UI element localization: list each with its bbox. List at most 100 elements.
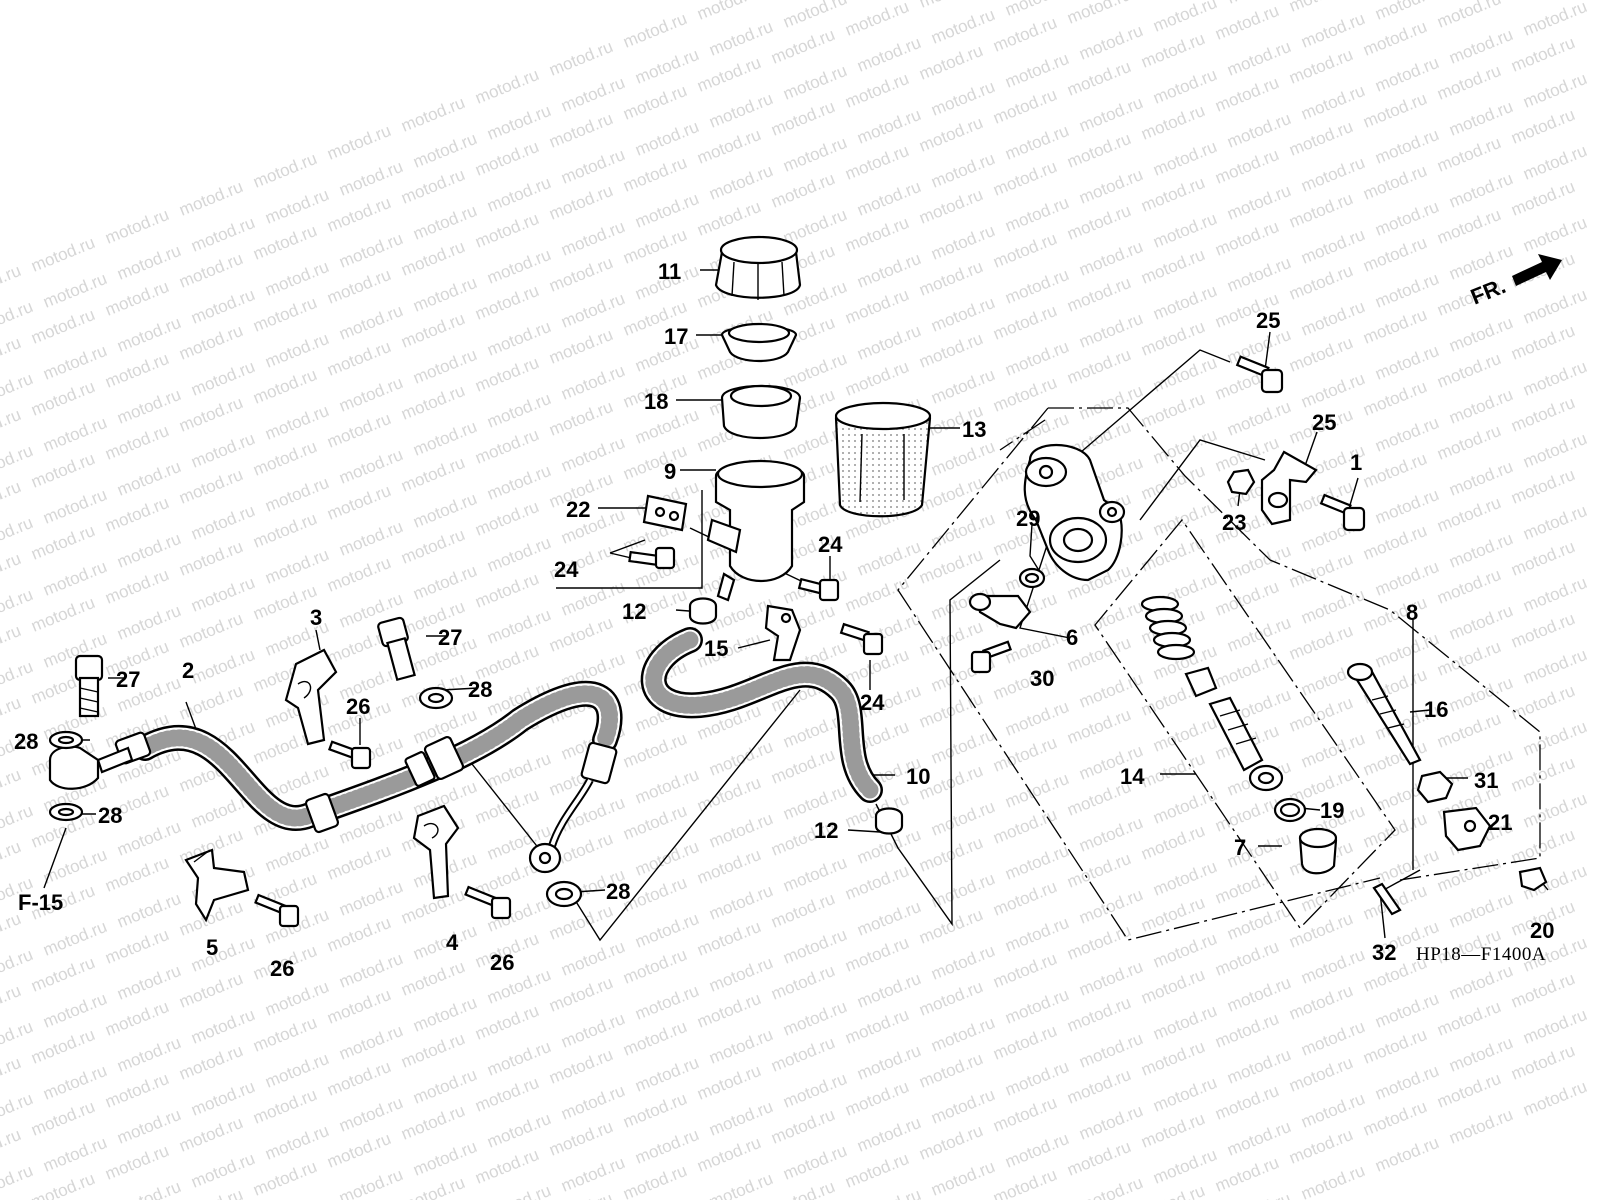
watermark-text: motod.ru	[1150, 1073, 1219, 1116]
watermark-text: motod.ru	[842, 933, 911, 976]
watermark-text: motod.ru	[484, 1181, 553, 1200]
watermark-text: motod.ru	[0, 477, 24, 520]
callout-24-mid: 24	[818, 532, 843, 557]
watermark-text: motod.ru	[1360, 449, 1429, 492]
watermark-text: motod.ru	[1212, 577, 1281, 620]
watermark-text: motod.ru	[1150, 929, 1219, 972]
watermark-text: motod.ru	[398, 525, 467, 568]
watermark-text: motod.ru	[1138, 1181, 1207, 1200]
watermark-text: motod.ru	[102, 205, 171, 248]
watermark-text: motod.ru	[1446, 1105, 1515, 1148]
watermark-text: motod.ru	[1150, 209, 1219, 252]
watermark-text: motod.ru	[546, 37, 615, 80]
watermark-text: motod.ru	[1002, 769, 1071, 812]
watermark-text: motod.ru	[768, 889, 837, 932]
watermark-text: motod.ru	[1002, 121, 1071, 164]
watermark-text: motod.ru	[472, 281, 541, 324]
watermark-text: motod.ru	[1360, 377, 1429, 420]
watermark-text: motod.ru	[1360, 161, 1429, 204]
watermark-text: motod.ru	[102, 565, 171, 608]
watermark-text: motod.ru	[336, 373, 405, 416]
callout-28-a: 28	[14, 729, 38, 754]
callout-20: 20	[1530, 918, 1554, 943]
watermark-text: motod.ru	[546, 1045, 615, 1088]
watermark-text: motod.ru	[1360, 1025, 1429, 1068]
watermark-text: motod.ru	[1298, 9, 1367, 52]
watermark-text: motod.ru	[324, 553, 393, 596]
watermark-text: motod.ru	[1520, 357, 1589, 400]
watermark-text: motod.ru	[114, 961, 183, 1004]
watermark-text: motod.ru	[324, 841, 393, 884]
watermark-text: motod.ru	[336, 229, 405, 272]
callout-23: 23	[1222, 510, 1246, 535]
watermark-text: motod.ru	[706, 1097, 775, 1140]
watermark-text: motod.ru	[398, 381, 467, 424]
diagram-code: HP18—F1400A	[1416, 944, 1546, 965]
watermark-text: motod.ru	[40, 845, 109, 888]
watermark-text: motod.ru	[558, 937, 627, 980]
watermark-text: motod.ru	[250, 365, 319, 408]
watermark-text: motod.ru	[558, 433, 627, 476]
watermark-text: motod.ru	[842, 0, 911, 40]
watermark-text: motod.ru	[1372, 53, 1441, 96]
watermark-text: motod.ru	[546, 1189, 615, 1200]
callout-12-bottom: 12	[814, 818, 838, 843]
watermark-text: motod.ru	[928, 77, 997, 120]
clamp-15	[764, 604, 802, 662]
washer-28-b	[48, 802, 84, 822]
nut-31	[1416, 770, 1454, 804]
nut-23	[1226, 468, 1256, 496]
watermark-text: motod.ru	[928, 365, 997, 408]
watermark-text: motod.ru	[1138, 461, 1207, 504]
watermark-text: motod.ru	[916, 329, 985, 372]
watermark-text: motod.ru	[706, 953, 775, 996]
watermark-text: motod.ru	[990, 949, 1059, 992]
watermark-text: motod.ru	[694, 125, 763, 168]
watermark-text: motod.ru	[1360, 1097, 1429, 1140]
watermark-text: motod.ru	[768, 169, 837, 212]
kit-8-outline	[1048, 407, 1541, 881]
watermark-text: motod.ru	[410, 417, 479, 460]
watermark-text: motod.ru	[706, 89, 775, 132]
watermark-text: motod.ru	[706, 1025, 775, 1068]
watermark-text: motod.ru	[780, 1069, 849, 1112]
watermark-text: motod.ru	[546, 973, 615, 1016]
watermark-text: motod.ru	[1520, 1077, 1589, 1120]
watermark-text: motod.ru	[1076, 885, 1145, 928]
reference-label: F-15	[18, 890, 63, 915]
watermark-text: motod.ru	[1064, 0, 1133, 28]
callout-8: 8	[1406, 600, 1418, 625]
watermark-text: motod.ru	[1508, 609, 1577, 652]
watermark-text: motod.ru	[1434, 853, 1503, 896]
watermark-text: motod.ru	[28, 1025, 97, 1068]
watermark-text: motod.ru	[854, 105, 923, 148]
callout-5: 5	[206, 935, 218, 960]
watermark-text: motod.ru	[990, 373, 1059, 416]
push-rod-16	[1346, 662, 1422, 766]
watermark-text: motod.ru	[842, 1149, 911, 1192]
callout-12-top: 12	[622, 599, 646, 624]
watermark-text: motod.ru	[620, 153, 689, 196]
watermark-text: motod.ru	[176, 177, 245, 220]
watermark-text: motod.ru	[854, 1113, 923, 1156]
watermark-text: motod.ru	[398, 309, 467, 352]
watermark-text: motod.ru	[916, 545, 985, 588]
watermark-text: motod.ru	[1434, 565, 1503, 608]
watermark-text: motod.ru	[990, 13, 1059, 56]
watermark-text: motod.ru	[484, 173, 553, 216]
watermark-text: motod.ru	[632, 837, 701, 880]
watermark-text: motod.ru	[410, 273, 479, 316]
watermark-text: motod.ru	[40, 917, 109, 960]
watermark-text: motod.ru	[0, 1053, 24, 1096]
watermark-text: motod.ru	[1138, 245, 1207, 288]
watermark-text: motod.ru	[1520, 69, 1589, 112]
watermark-text: motod.ru	[1138, 1109, 1207, 1152]
watermark-text: motod.ru	[1360, 521, 1429, 564]
watermark-text: motod.ru	[1064, 849, 1133, 892]
callout-31: 31	[1474, 768, 1498, 793]
watermark-text: motod.ru	[1224, 181, 1293, 224]
watermark-text: motod.ru	[1446, 457, 1515, 500]
watermark-text: motod.ru	[768, 97, 837, 140]
watermark-text: motod.ru	[188, 1005, 257, 1048]
watermark-text: motod.ru	[262, 1049, 331, 1092]
